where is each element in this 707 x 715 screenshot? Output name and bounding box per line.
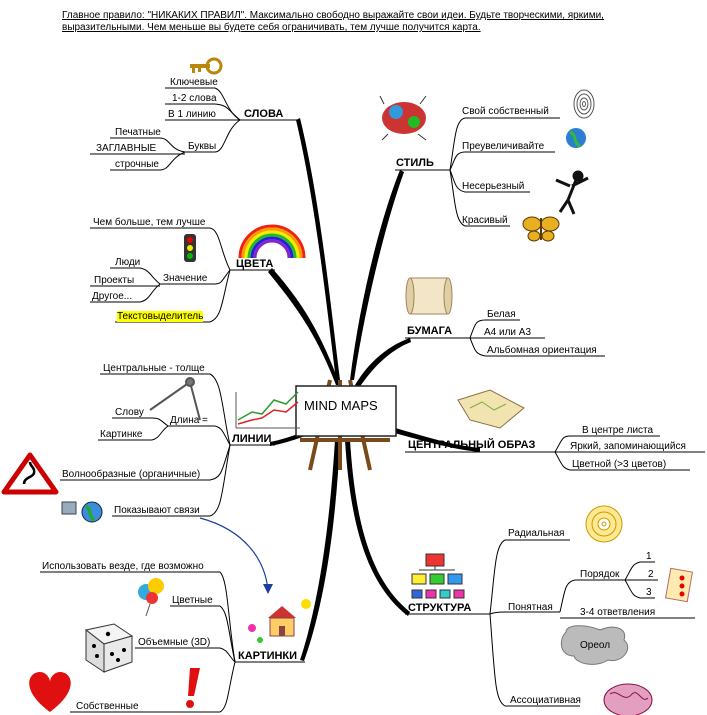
node-other: Другое... (92, 291, 133, 302)
node-people: Люди (115, 257, 141, 268)
jumping-man-icon (555, 170, 589, 215)
branch-title-struktura: СТРУКТУРА (408, 602, 472, 614)
header-rule: Главное правило: "НИКАКИХ ПРАВИЛ". Макси… (62, 10, 604, 33)
node-order: Порядок (580, 569, 620, 580)
easel-icon (295, 379, 397, 471)
earth-icon (566, 128, 586, 148)
node-printed: Печатные (115, 127, 161, 138)
node-white: Белая (487, 309, 516, 320)
branch-title-obraz: ЦЕНТРАЛЬНЫЙ ОБРАЗ (408, 439, 536, 451)
traffic-light-icon (184, 234, 196, 262)
rainbow-icon (238, 224, 306, 259)
branch-slova (296, 118, 340, 380)
brain-icon (603, 683, 653, 715)
butterfly-icon (522, 216, 560, 242)
branch-title-tsveta: ЦВЕТА (236, 258, 274, 270)
node-keywords: Ключевые (170, 77, 218, 88)
branch-tsveta (268, 268, 340, 385)
dice-icon (84, 623, 134, 673)
node-colored: Цветные (172, 595, 213, 606)
node-lowercase: строчные (115, 159, 159, 170)
branch-kartinki (300, 440, 340, 661)
node-order-3: 3 (646, 587, 652, 598)
node-one-line: В 1 линию (168, 109, 216, 120)
node-bright: Яркий, запоминающийся (570, 441, 686, 452)
node-projects: Проекты (94, 275, 135, 286)
halo-cloud-icon (560, 625, 629, 665)
treasure-map-icon (457, 389, 525, 429)
node-order-2: 2 (648, 569, 654, 580)
radial-sunburst-icon (585, 505, 623, 543)
node-exaggerate: Преувеличивайте (462, 141, 545, 152)
node-3-4-branches: 3-4 ответвления (580, 607, 656, 618)
node-center-sheet: В центре листа (582, 425, 654, 436)
node-picture: Картинке (100, 429, 143, 440)
branch-obraz (384, 425, 480, 452)
line-chart-icon (235, 391, 300, 429)
balloons-icon (138, 578, 164, 617)
node-landscape: Альбомная ориентация (487, 345, 597, 356)
node-clear: Понятная (508, 602, 553, 613)
org-chart-icon (411, 553, 465, 599)
branch-title-linii: ЛИНИИ (232, 433, 272, 445)
branch-stil (350, 170, 404, 380)
connection-arrow (199, 517, 269, 591)
node-unserious: Несерьезный (462, 181, 525, 192)
node-use-everywhere: Использовать везде, где возможно (42, 561, 204, 572)
compass-icon (149, 377, 201, 421)
node-halo: Ореол (580, 640, 611, 651)
globe-network-icon (61, 501, 103, 523)
node-associative: Ассоциативная (510, 695, 581, 706)
branch-title-slova: СЛОВА (244, 108, 284, 120)
node-more-better: Чем больше, тем лучше (93, 217, 206, 228)
heart-icon (29, 672, 71, 712)
branch-bumaga (355, 338, 411, 388)
branch-title-stil: СТИЛЬ (396, 157, 434, 169)
key-icon (190, 57, 223, 75)
node-length: Длина = (170, 415, 208, 426)
node-colorful: Цветной (>3 цветов) (572, 459, 667, 470)
node-show-links: Показывают связи (114, 505, 200, 516)
node-wavy: Волнообразные (органичные) (62, 469, 201, 480)
node-central-thicker: Центральные - толще (103, 363, 205, 374)
node-own: Собственные (76, 701, 139, 712)
node-beautiful: Красивый (462, 215, 508, 226)
center-title: MIND MAPS (304, 398, 378, 413)
branch-struktura (345, 440, 410, 616)
house-drawing-icon (248, 599, 311, 643)
node-1-2-words: 1-2 слова (172, 93, 217, 104)
node-3d: Объемные (3D) (138, 637, 211, 648)
node-radial: Радиальная (508, 528, 565, 539)
node-own-style: Свой собственный (462, 106, 549, 117)
node-meaning: Значение (163, 273, 208, 284)
branch-title-bumaga: БУМАГА (407, 325, 453, 337)
node-a4-a3: А4 или А3 (484, 327, 532, 338)
node-order-1: 1 (646, 551, 652, 562)
checklist-icon (664, 567, 694, 603)
node-uppercase: ЗАГЛАВНЫЕ (96, 143, 157, 154)
branch-title-kartinki: КАРТИНКИ (238, 650, 298, 662)
paper-scroll-icon (405, 277, 453, 315)
fingerprint-icon (573, 89, 595, 119)
node-word: Слову (115, 407, 144, 418)
node-highlighter: Текстовыделитель (117, 311, 204, 322)
style-splash-icon (379, 95, 427, 141)
curvy-road-sign-icon (1, 452, 59, 495)
node-letters: Буквы (188, 141, 217, 152)
exclamation-icon (186, 668, 200, 708)
